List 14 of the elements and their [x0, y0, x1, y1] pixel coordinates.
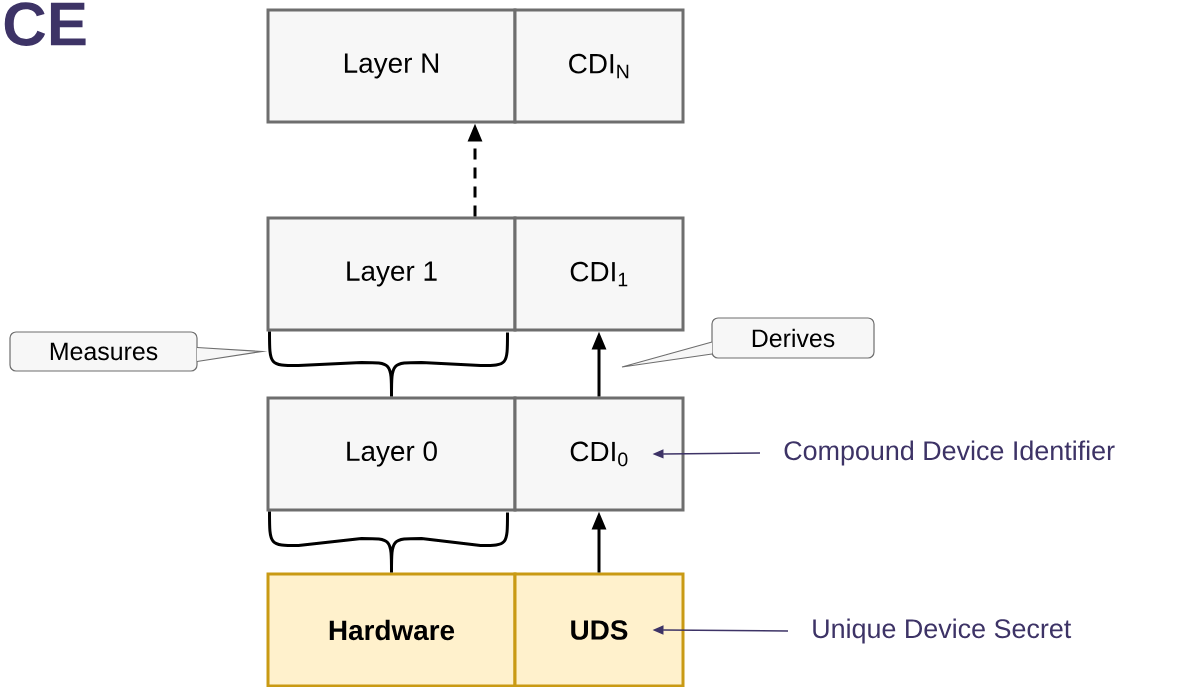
- cdi-box: CDI$_{0}$: [513, 396, 685, 512]
- heading: CE: [4, 2, 86, 46]
- annotation-text: Compound Device Identifier: [784, 440, 1115, 466]
- cdi-box: CDI$_{1}$: [513, 216, 685, 332]
- annotation-text: Unique Device Secret: [813, 618, 1072, 644]
- brace: [268, 330, 509, 398]
- cdi-box: CDI$_{N}$: [513, 8, 685, 124]
- callout-box: Measures: [9, 331, 268, 372]
- callout-box: Derives: [621, 317, 875, 368]
- uds-box: UDS: [513, 572, 685, 687]
- layer-box: Layer 1: [266, 216, 517, 332]
- layer-box: Layer 0: [266, 396, 517, 512]
- layer-box: Layer N: [266, 8, 517, 124]
- hardware-box: Hardware: [266, 572, 517, 687]
